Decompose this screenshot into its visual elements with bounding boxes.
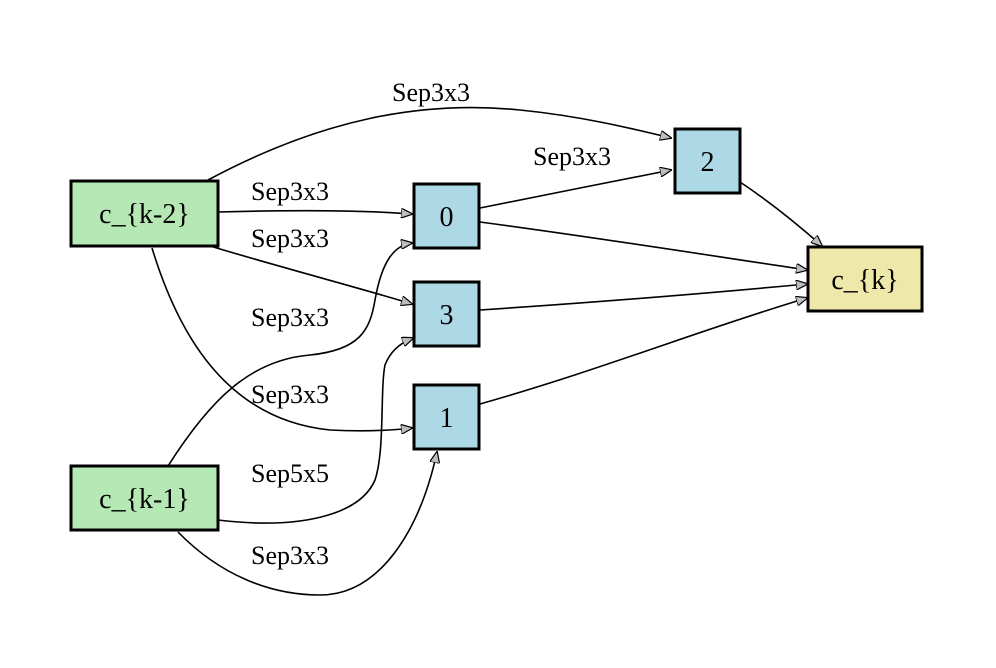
edge-0-to-output: [479, 221, 807, 270]
node-input-prev2: c_{k-2}: [69, 179, 220, 248]
edge-prev2-to-0: [217, 211, 412, 214]
edge-0-to-2: [479, 170, 671, 209]
node-box: [412, 280, 481, 348]
edge-label-prev2-to-3: Sep3x3: [251, 224, 329, 253]
node-box: [69, 179, 220, 248]
node-3: 3: [412, 280, 481, 348]
edge-label-prev2-to-2: Sep3x3: [392, 78, 470, 107]
edge-3-to-output: [479, 284, 807, 311]
edges: [151, 106, 822, 596]
edge-1-to-output: [479, 298, 807, 405]
edge-label-prev2-to-1: Sep3x3: [251, 380, 329, 409]
node-box: [412, 182, 481, 250]
edge-label-prev1-to-1: Sep3x3: [251, 541, 329, 570]
node-box: [806, 245, 924, 313]
node-1: 1: [412, 383, 481, 451]
edge-prev1-to-1: [177, 452, 437, 596]
node-label: c_{k}: [831, 265, 898, 296]
node-label: 3: [440, 300, 454, 331]
edge-label-0-to-2: Sep3x3: [533, 142, 611, 171]
edge-label-prev1-to-0: Sep3x3: [251, 303, 329, 332]
node-box: [673, 127, 742, 195]
edge-labels: Sep3x3 Sep3x3 Sep3x3 Sep3x3 Sep3x3 Sep3x…: [251, 78, 611, 570]
edge-prev1-to-3: [217, 338, 413, 524]
edge-prev2-to-1: [151, 247, 412, 431]
edge-label-prev2-to-0: Sep3x3: [251, 177, 329, 206]
edge-2-to-output: [739, 181, 822, 246]
node-box: [69, 464, 220, 532]
node-label: 1: [440, 403, 454, 434]
node-input-prev1: c_{k-1}: [69, 464, 220, 532]
nodes: c_{k-2} c_{k-1} 0 3 1 2 c_{k}: [69, 127, 924, 532]
node-box: [412, 383, 481, 451]
node-label: 0: [440, 202, 454, 233]
edge-label-prev1-to-3: Sep5x5: [251, 459, 329, 488]
node-output: c_{k}: [806, 245, 924, 313]
edge-prev1-to-0: [167, 243, 412, 467]
edge-prev2-to-2: [207, 106, 671, 181]
edge-prev2-to-3: [209, 245, 412, 304]
node-0: 0: [412, 182, 481, 250]
node-label: 2: [701, 147, 715, 178]
node-label: c_{k-2}: [99, 199, 190, 230]
node-label: c_{k-1}: [99, 484, 190, 515]
node-2: 2: [673, 127, 742, 195]
